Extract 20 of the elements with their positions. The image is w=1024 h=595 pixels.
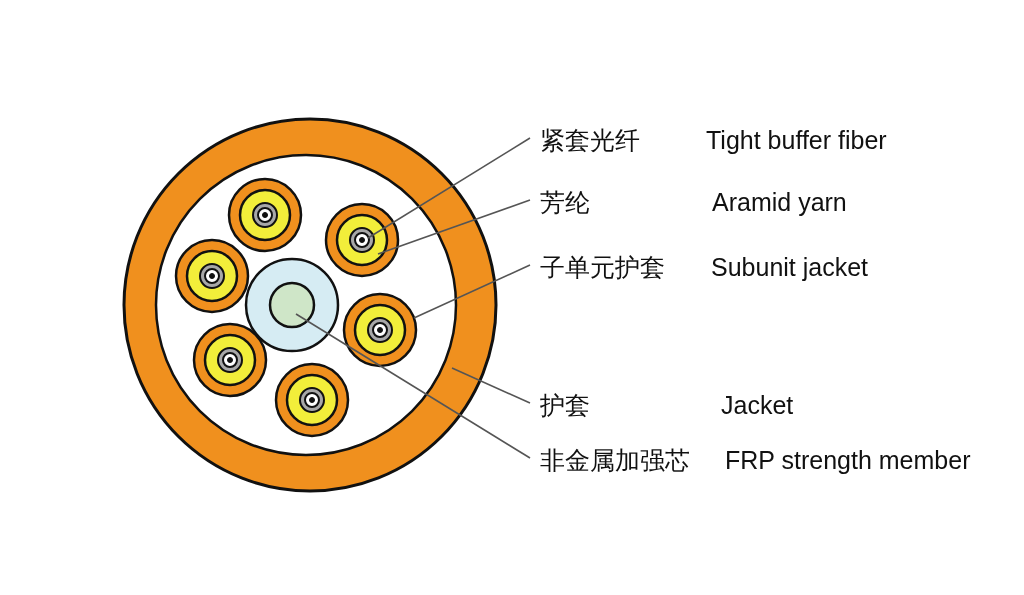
subunit-jacket (324, 202, 400, 278)
part-label: 芳纶 (540, 187, 590, 218)
leader-line (377, 199, 531, 255)
part-label: Aramid yarn (712, 187, 847, 218)
leader-line (451, 367, 531, 404)
part-label: FRP strength member (725, 445, 971, 476)
part-label: 子单元护套 (540, 252, 665, 283)
outer-jacket (122, 117, 498, 493)
part-label: Jacket (721, 390, 794, 421)
strength-member (268, 281, 316, 329)
subunit-drawing (342, 292, 418, 368)
part-label: Subunit jacket (711, 252, 869, 283)
part-label: Tight buffer fiber (706, 125, 887, 156)
yarn-ring (335, 213, 389, 267)
part-label: 非金属加强芯 (540, 445, 690, 476)
part-label: 护套 (540, 390, 590, 421)
leader-line (295, 313, 531, 459)
part-label: 紧套光纤 (540, 125, 640, 156)
leader-line (413, 264, 531, 319)
leader-line (367, 137, 531, 239)
